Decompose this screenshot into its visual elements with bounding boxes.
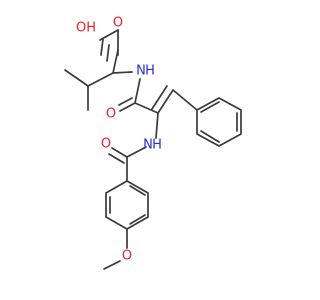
amide-n-mid-label: N xyxy=(143,138,153,153)
bond-cooh-calpha xyxy=(112,49,119,74)
mp-double-2 xyxy=(129,214,146,225)
amide-o-top-label: O xyxy=(106,107,116,122)
amide-h-mid-label: H xyxy=(152,138,162,153)
amide-n-top-label: N xyxy=(136,64,146,79)
atom-labels: OH O N H O N H O O xyxy=(76,16,162,264)
methoxy-o-label: O xyxy=(122,249,132,264)
phenyl-double-3 xyxy=(200,130,220,143)
phenyl-ring xyxy=(196,97,242,147)
bond-cbeta-me1 xyxy=(64,69,89,87)
bond-c-o-double-b xyxy=(106,44,110,62)
bond-calpha2-nh xyxy=(155,112,159,139)
bond-cbenzoyl-o-b xyxy=(108,153,125,164)
bond-co-calpha2 xyxy=(134,102,159,114)
bond-vinyl-ph xyxy=(172,89,198,111)
methoxyphenyl-ring xyxy=(105,180,149,230)
bond-omethoxy-ch3 xyxy=(103,260,121,270)
bond-calpha-cbeta xyxy=(87,72,114,87)
molecule-diagram: OH O N H O N H O O xyxy=(64,16,242,270)
amide-h-top-label: H xyxy=(145,64,155,79)
mp-double-1 xyxy=(129,185,146,196)
bond-c-o-double-a xyxy=(100,38,104,56)
bond-co-o-a xyxy=(119,102,136,112)
bond-calpha2-cvinyl-a xyxy=(157,89,174,114)
phenyl-double-1 xyxy=(200,101,220,113)
bond-nh-cbenzoyl xyxy=(126,146,147,158)
bond-cbenzoyl-o-a xyxy=(111,147,128,158)
bond-co-o-b xyxy=(118,97,133,106)
bond-calpha2-cvinyl-b xyxy=(151,85,168,110)
oh-label: OH xyxy=(76,21,96,36)
bond-n-co xyxy=(134,78,141,104)
bond-calpha-n xyxy=(112,71,133,74)
bond-lines xyxy=(64,29,242,270)
acid-o-label: O xyxy=(113,16,123,31)
molecule-structure-canvas: OH O N H O N H O O xyxy=(64,15,242,270)
benzoyl-o-label: O xyxy=(101,137,111,152)
